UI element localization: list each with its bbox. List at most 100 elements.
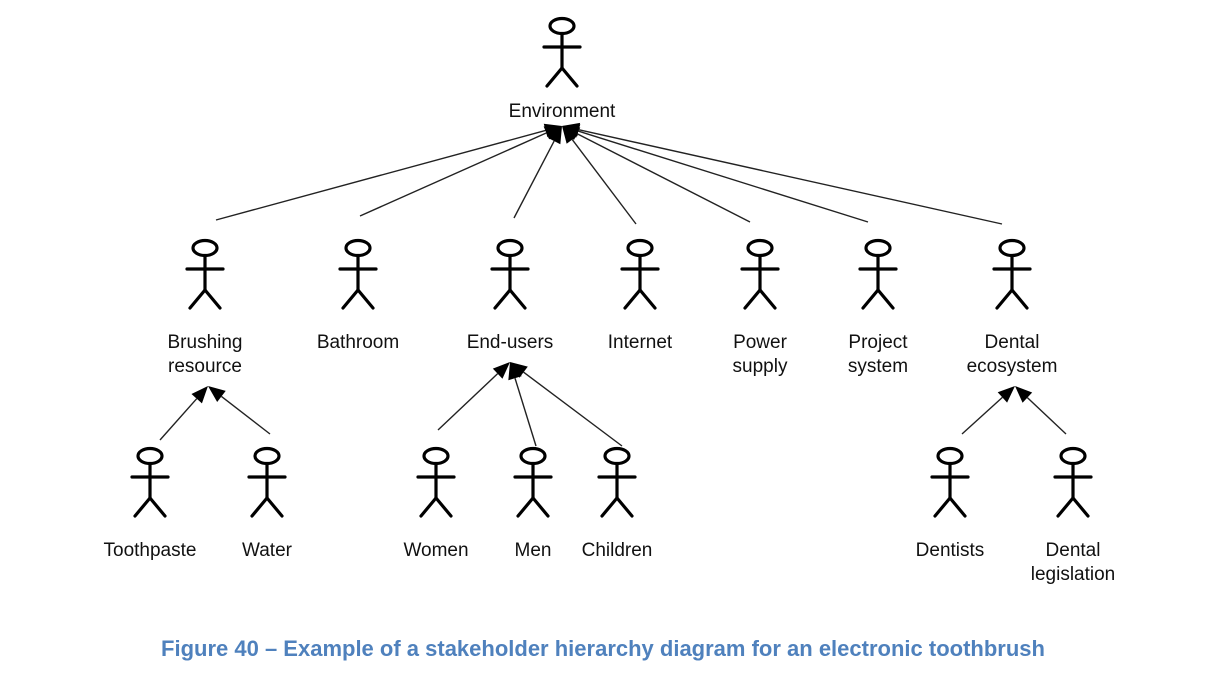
relation-lines xyxy=(159,122,1067,447)
actor-end-users: End-users xyxy=(467,238,554,353)
actor-leg-icon xyxy=(265,496,284,518)
actor-label: Men xyxy=(515,540,552,561)
relation-power-supply-to-environment xyxy=(562,126,751,223)
actor-label: resource xyxy=(168,356,242,377)
actor-leg-icon xyxy=(493,288,512,310)
actor-leg-icon xyxy=(600,496,619,518)
actor-head-icon xyxy=(496,238,524,258)
actor-children: Children xyxy=(582,446,653,561)
actor-leg-icon xyxy=(203,288,222,310)
actor-label: ecosystem xyxy=(967,356,1058,377)
actor-label: Toothpaste xyxy=(104,540,197,561)
actor-label: Bathroom xyxy=(317,332,399,353)
actor-head-icon xyxy=(603,446,631,466)
relation-line xyxy=(578,130,869,223)
actor-leg-icon xyxy=(615,496,634,518)
relation-line xyxy=(359,132,547,217)
actor-label: Water xyxy=(242,540,293,561)
actor-head-icon xyxy=(864,238,892,258)
actor-label: supply xyxy=(733,356,788,377)
arrowhead xyxy=(191,386,208,404)
actor-head-icon xyxy=(746,238,774,258)
actor-dentists: Dentists xyxy=(916,446,985,561)
actor-head-icon xyxy=(422,446,450,466)
arrowhead xyxy=(1015,386,1033,403)
arrowhead xyxy=(510,362,528,378)
relation-women-to-end-users xyxy=(437,362,510,431)
actor-leg-icon xyxy=(1071,496,1090,518)
relation-line xyxy=(1026,397,1067,435)
arrowhead xyxy=(492,362,510,379)
actor-leg-icon xyxy=(341,288,360,310)
actor-project-system: Project system xyxy=(848,238,908,377)
relation-bathroom-to-environment xyxy=(359,126,562,217)
relation-line xyxy=(576,133,751,223)
actor-men: Men xyxy=(513,446,553,561)
actor-water: Water xyxy=(242,446,293,561)
actor-head-icon xyxy=(519,446,547,466)
actor-leg-icon xyxy=(623,288,642,310)
relation-line xyxy=(159,398,198,441)
actor-toothpaste: Toothpaste xyxy=(104,446,197,561)
actor-head-icon xyxy=(1059,446,1087,466)
relation-end-users-to-environment xyxy=(513,126,562,219)
actor-leg-icon xyxy=(876,288,895,310)
actor-label: Brushing xyxy=(168,332,243,353)
actor-leg-icon xyxy=(933,496,952,518)
relation-line xyxy=(215,129,546,221)
actor-head-icon xyxy=(936,446,964,466)
actor-leg-icon xyxy=(743,288,762,310)
actor-leg-icon xyxy=(1056,496,1075,518)
actor-leg-icon xyxy=(948,496,967,518)
actor-leg-icon xyxy=(560,66,579,88)
actor-leg-icon xyxy=(434,496,453,518)
actor-internet: Internet xyxy=(608,238,673,353)
actor-bathroom: Bathroom xyxy=(317,238,399,353)
actor-label: End-users xyxy=(467,332,554,353)
actor-leg-icon xyxy=(356,288,375,310)
figure-caption: Figure 40 – Example of a stakeholder hie… xyxy=(161,636,1045,661)
actor-label: legislation xyxy=(1031,564,1116,585)
relation-line xyxy=(221,395,271,435)
relation-line xyxy=(571,139,637,225)
actor-leg-icon xyxy=(531,496,550,518)
actor-environment: Environment xyxy=(509,16,616,122)
actor-leg-icon xyxy=(1010,288,1029,310)
actor-head-icon xyxy=(344,238,372,258)
actor-label: Dentists xyxy=(916,540,985,561)
actor-leg-icon xyxy=(508,288,527,310)
relation-line xyxy=(961,396,1003,435)
relation-line xyxy=(514,378,537,447)
actor-leg-icon xyxy=(188,288,207,310)
actor-leg-icon xyxy=(545,66,564,88)
actor-label: Internet xyxy=(608,332,673,353)
actor-leg-icon xyxy=(638,288,657,310)
actor-head-icon xyxy=(548,16,576,36)
actor-leg-icon xyxy=(419,496,438,518)
relation-toothpaste-to-brushing-resource xyxy=(159,386,208,441)
actor-leg-icon xyxy=(995,288,1014,310)
actor-label: Project xyxy=(848,332,908,353)
actor-dental-legislation: Dental legislation xyxy=(1031,446,1116,585)
actor-leg-icon xyxy=(516,496,535,518)
actor-label: system xyxy=(848,356,908,377)
arrowhead xyxy=(547,126,562,145)
relation-children-to-end-users xyxy=(510,362,623,447)
actor-brushing-resource: Brushing resource xyxy=(168,238,243,377)
relation-dentists-to-dental-ecosystem xyxy=(961,386,1015,435)
relation-water-to-brushing-resource xyxy=(208,386,271,435)
arrowhead xyxy=(543,126,562,140)
actor-leg-icon xyxy=(861,288,880,310)
relation-dental-legislation-to-dental-ecosystem xyxy=(1015,386,1067,435)
actor-head-icon xyxy=(136,446,164,466)
arrowhead xyxy=(997,386,1015,403)
relation-line xyxy=(523,371,623,447)
actor-label: Children xyxy=(582,540,653,561)
actor-head-icon xyxy=(626,238,654,258)
actor-women: Women xyxy=(403,446,469,561)
actor-label: Women xyxy=(403,540,468,561)
relation-line xyxy=(437,373,499,431)
actor-label: Dental xyxy=(1046,540,1101,561)
